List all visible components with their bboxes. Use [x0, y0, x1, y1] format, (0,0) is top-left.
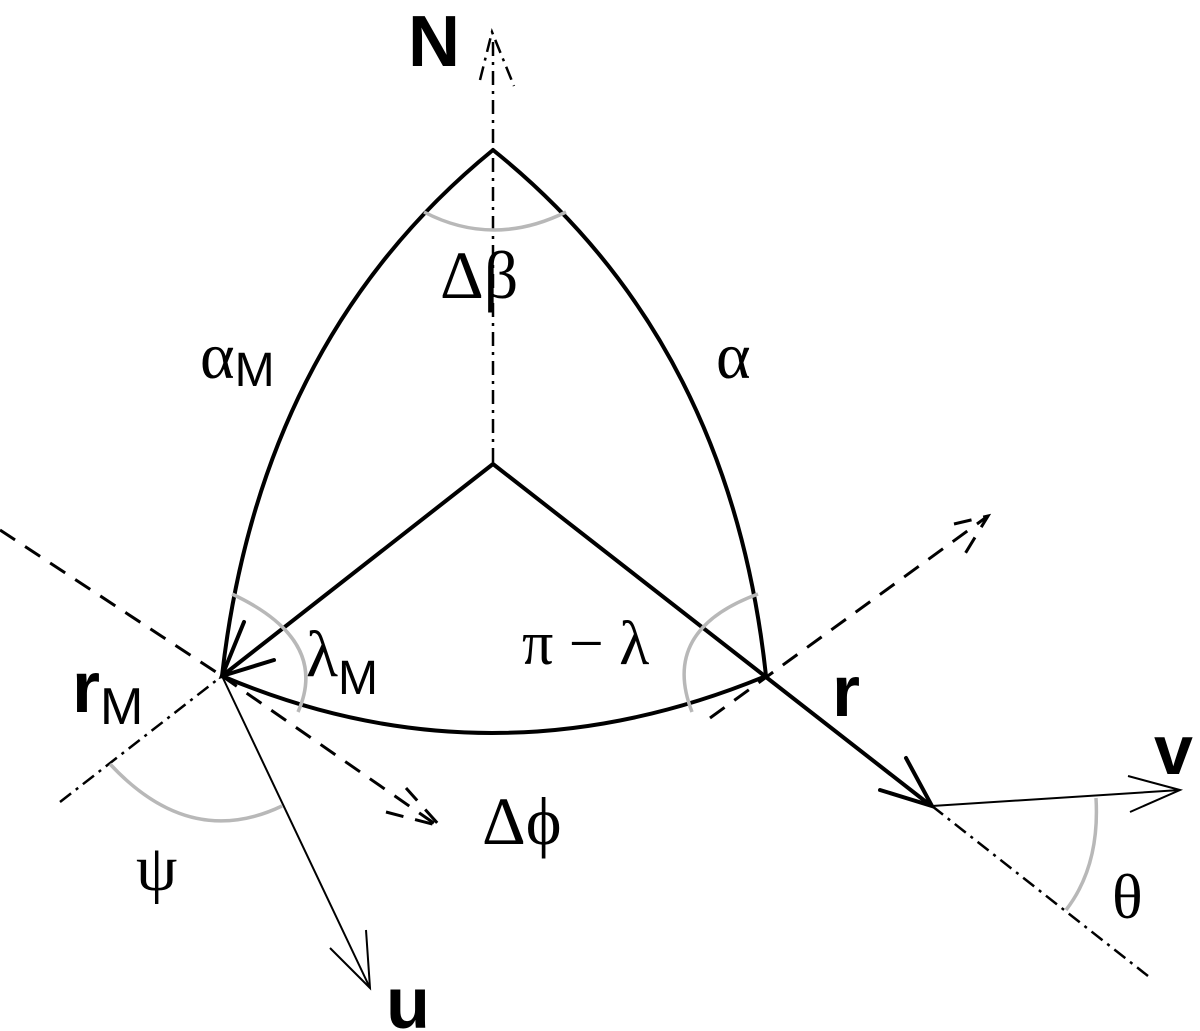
alpha-m-subscript: M	[235, 344, 275, 397]
lambda-m-label: λM	[306, 618, 378, 705]
delta-beta-label: Δβ	[440, 237, 518, 313]
angle-arc-theta	[1064, 797, 1099, 912]
r-extension-dashdot	[931, 805, 1149, 977]
pi-minus-lambda-label: π − λ	[522, 610, 649, 678]
tangent-dashdot-rm	[59, 675, 223, 803]
north-axis-arrowhead	[478, 27, 516, 87]
radius-to-r	[491, 462, 932, 807]
arc-alpha	[491, 148, 768, 678]
alpha-label: α	[716, 320, 751, 393]
psi-label: ψ	[136, 832, 177, 905]
alpha-m-symbol: α	[200, 320, 235, 393]
v-vector-arrowhead	[1127, 775, 1184, 813]
r-m-subscript: M	[100, 678, 143, 736]
arc-alpha-m	[220, 148, 495, 678]
angle-arc-delta-beta	[423, 210, 567, 232]
v-vector-line	[931, 789, 1181, 807]
r-label: r	[832, 652, 860, 732]
angle-arc-lambda-m	[231, 592, 308, 713]
tangent-dashed-rm-right	[221, 674, 439, 828]
tangent-r-arrowhead	[953, 513, 992, 563]
u-vector-arrowhead	[329, 929, 372, 991]
lambda-m-symbol: λ	[306, 618, 338, 691]
theta-label: θ	[1112, 861, 1143, 932]
tangent-dashed-rm-left	[0, 528, 223, 678]
v-label: v	[1154, 711, 1193, 789]
angle-arc-psi	[108, 762, 283, 823]
alpha-m-label: αM	[200, 320, 275, 397]
tangent-dashed-r	[709, 514, 989, 720]
angle-arc-pi-minus-lambda	[682, 592, 759, 713]
north-label: N	[408, 2, 460, 82]
lambda-m-subscript: M	[338, 652, 378, 705]
u-vector-line	[221, 675, 371, 989]
r-m-label: rM	[72, 648, 143, 736]
radius-to-rm	[220, 462, 495, 678]
delta-phi-label: Δϕ	[482, 783, 562, 859]
u-label: u	[386, 964, 430, 1031]
r-m-symbol: r	[72, 648, 100, 728]
